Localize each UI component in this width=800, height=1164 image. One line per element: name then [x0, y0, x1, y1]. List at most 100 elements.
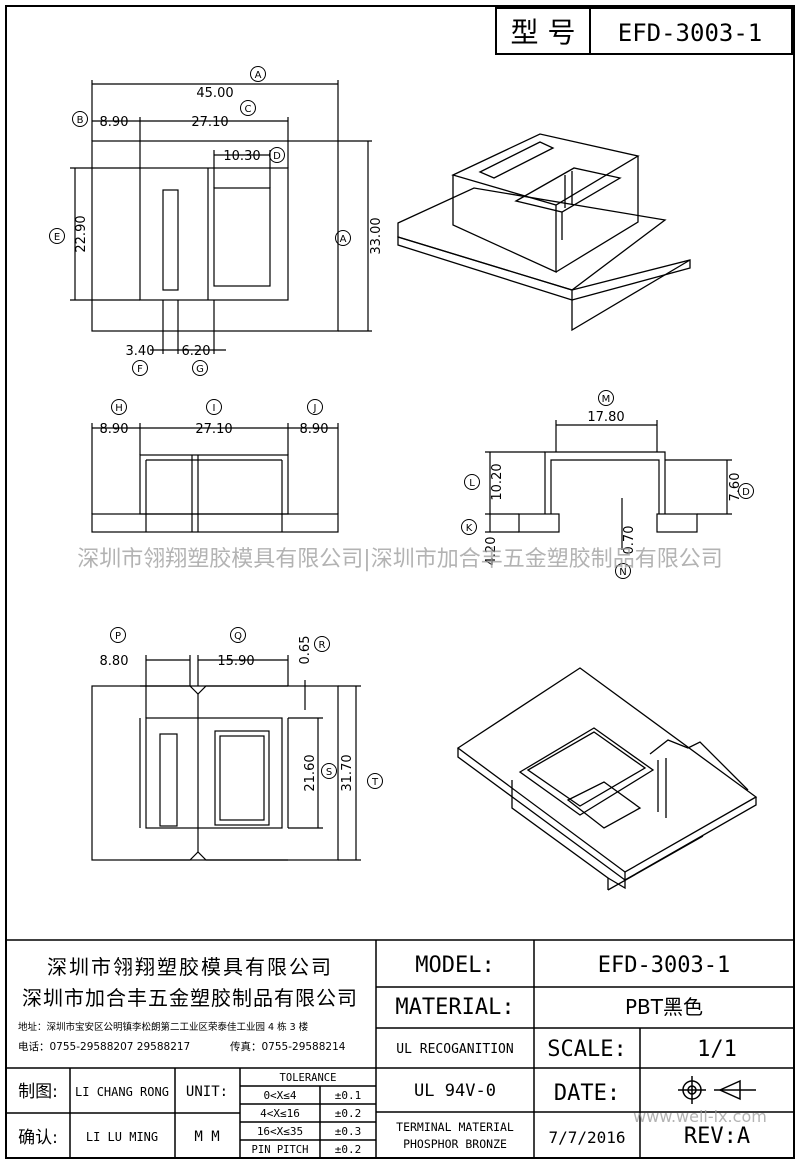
dim-J-value: 8.90	[300, 422, 329, 437]
company-name-2: 深圳市加合丰五金塑胶制品有限公司	[22, 986, 358, 1010]
ul-value: UL 94V-0	[414, 1081, 496, 1101]
tolerance-range-4: PIN PITCH	[252, 1144, 309, 1156]
header-model-cn: 型 号	[511, 16, 576, 49]
label-circle-A	[250, 66, 266, 82]
label-circle-Q	[230, 627, 246, 643]
label-circle-M	[598, 390, 614, 406]
dim-M-value: 17.80	[587, 410, 624, 425]
dim-S-label: S	[326, 767, 332, 778]
material-value: PBT黑色	[625, 995, 703, 1019]
label-circle-N	[615, 563, 631, 579]
bottom-view-dimensions: P 8.80 Q 15.90 0.65 R 21.60 S 31.70 T	[100, 627, 383, 792]
dim-D-label: D	[273, 151, 281, 162]
dim-F-value: 3.40	[126, 344, 155, 359]
company-address: 地址：深圳市宝安区公明镇李松朗第二工业区荣泰佳工业园 4 栋 3 楼	[18, 1021, 309, 1033]
unit-value: M M	[194, 1129, 219, 1145]
top-view-dimensions: 45.00 A B 8.90 C 27.10 10.30 D E 22.90 3…	[49, 66, 384, 376]
watermark-url: www.well-lx.com	[633, 1107, 767, 1126]
dim-P-label: P	[115, 631, 121, 642]
dim-G-label: G	[196, 364, 204, 375]
date-value: 7/7/2016	[548, 1128, 625, 1147]
dim-N-label: N	[619, 567, 626, 578]
dim-H-value: 8.90	[100, 422, 129, 437]
dim-E-value: 22.90	[74, 215, 89, 252]
watermark-text: 深圳市翎翔塑胶模具有限公司|深圳市加合丰五金塑胶制品有限公司	[77, 547, 722, 572]
isometric-view-top	[397, 133, 691, 332]
company-fax: 传真：0755-29588214	[230, 1040, 346, 1053]
model-value: EFD-3003-1	[598, 953, 730, 978]
dim-D-value: 10.30	[223, 149, 260, 164]
label-circle-R	[314, 636, 330, 652]
label-circle-A2	[335, 230, 351, 246]
dim-I-label: I	[213, 403, 216, 414]
label-circle-H	[111, 399, 127, 415]
dim-B-label: B	[77, 115, 84, 126]
dim-P-value: 8.80	[100, 654, 129, 669]
dim-M-label: M	[602, 394, 611, 405]
dim-J-label: J	[313, 403, 317, 414]
dim-R-value: 0.65	[298, 636, 313, 665]
dim-T-label: T	[371, 777, 379, 788]
dim-K-label: K	[466, 523, 473, 534]
drawn-by-label: 制图:	[18, 1082, 58, 1102]
tolerance-value-4: ±0.2	[335, 1143, 362, 1156]
tolerance-value-1: ±0.1	[335, 1089, 362, 1102]
dim-R-label: R	[319, 640, 326, 651]
dim-S-value: 21.60	[303, 754, 318, 791]
label-circle-G	[192, 360, 208, 376]
dim-D2-value: 7.60	[728, 473, 743, 502]
label-circle-I	[206, 399, 222, 415]
side-view	[485, 420, 732, 550]
scale-value: 1/1	[697, 1037, 737, 1062]
header-model-box: 型 号 EFD-3003-1	[495, 7, 793, 55]
drawn-by-name: LI CHANG RONG	[75, 1085, 169, 1099]
bottom-view	[91, 655, 361, 861]
company-phone: 电话：0755-29588207 29588217	[18, 1040, 190, 1053]
dim-L-label: L	[469, 478, 475, 489]
top-view	[70, 80, 372, 354]
dim-K-value: 4.20	[484, 537, 499, 566]
label-circle-K	[461, 519, 477, 535]
dim-C-label: C	[245, 104, 252, 115]
label-circle-D	[269, 147, 285, 163]
tolerance-value-3: ±0.3	[335, 1125, 362, 1138]
label-circle-S	[321, 763, 337, 779]
tolerance-range-2: 4<X≤16	[260, 1107, 300, 1120]
scale-label: SCALE:	[547, 1037, 626, 1062]
front-view	[91, 423, 339, 533]
title-block	[5, 939, 795, 1159]
dim-G-value: 6.20	[182, 344, 211, 359]
dim-H-label: H	[115, 403, 123, 414]
dim-E-label: E	[54, 232, 60, 243]
label-circle-P	[110, 627, 126, 643]
checked-by-name: LI LU MING	[86, 1130, 158, 1144]
terminal-material-value: PHOSPHOR BRONZE	[403, 1137, 507, 1151]
dim-B-value: 8.90	[100, 115, 129, 130]
dim-Q-value: 15.90	[217, 654, 254, 669]
material-label: MATERIAL:	[395, 995, 514, 1020]
dim-N-value: 0.70	[622, 526, 637, 555]
tolerance-value-2: ±0.2	[335, 1107, 362, 1120]
tolerance-range-3: 16<X≤35	[257, 1125, 303, 1138]
dim-A2-label: A	[340, 234, 347, 245]
label-circle-D2	[738, 483, 754, 499]
tolerance-label: TOLERANCE	[280, 1072, 337, 1084]
dim-C-value: 27.10	[191, 115, 228, 130]
dim-T-value: 31.70	[340, 754, 355, 791]
projection-symbol-icon	[678, 1076, 756, 1104]
terminal-material-label: TERMINAL MATERIAL	[396, 1120, 514, 1134]
label-circle-C	[240, 100, 256, 116]
isometric-view-bottom	[456, 667, 758, 891]
dim-D2-label: D	[742, 487, 750, 498]
label-circle-F	[132, 360, 148, 376]
revision-label: REV:A	[684, 1124, 750, 1149]
checked-by-label: 确认:	[18, 1128, 58, 1148]
label-circle-L	[464, 474, 480, 490]
unit-label: UNIT:	[186, 1084, 228, 1100]
dim-A-label: A	[255, 70, 262, 81]
title-block-text: 深圳市翎翔塑胶模具有限公司 深圳市加合丰五金塑胶制品有限公司 地址：深圳市宝安区…	[18, 953, 767, 1156]
label-circle-B	[72, 111, 88, 127]
dim-I-value: 27.10	[195, 422, 232, 437]
dim-A2-value: 33.00	[369, 217, 384, 254]
